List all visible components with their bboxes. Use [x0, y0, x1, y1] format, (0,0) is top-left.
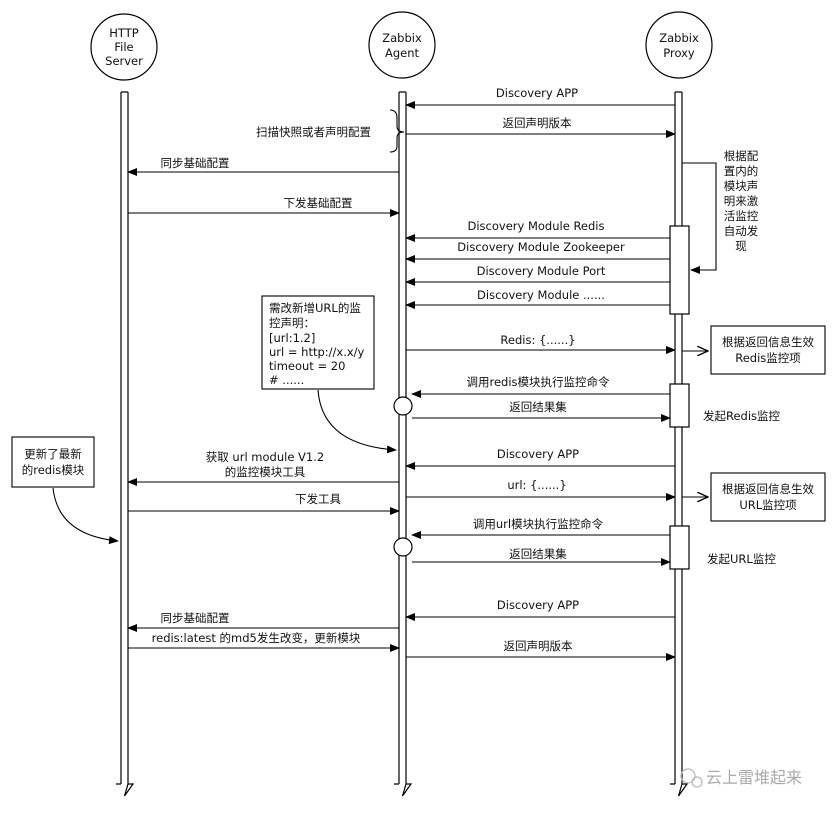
message-label: 返回结果集	[509, 547, 567, 561]
message-label: 下发工具	[295, 492, 341, 506]
svg-text:# ......: # ......	[269, 373, 304, 387]
message-label: 返回声明版本	[503, 116, 572, 130]
note-url-declaration: 需改新增URL的监 控声明： [url:1.2] url = http://x.…	[261, 295, 397, 454]
svg-text:Server: Server	[105, 54, 143, 68]
message-label: 同步基础配置	[161, 611, 230, 625]
svg-text:更新了最新: 更新了最新	[24, 447, 82, 461]
svg-text:Zabbix: Zabbix	[659, 31, 699, 45]
message-label: 下发基础配置	[284, 196, 353, 210]
svg-text:扫描快照或者声明配置: 扫描快照或者声明配置	[256, 125, 371, 139]
watermark: 云上雷堆起来	[680, 768, 802, 788]
lifeline-http-file-server	[116, 91, 135, 797]
svg-text:根据返回信息生效: 根据返回信息生效	[722, 335, 814, 349]
svg-text:自动发: 自动发	[724, 224, 759, 238]
note-redis-updated: 更新了最新 的redis模块	[11, 436, 119, 545]
svg-text:控声明：: 控声明：	[269, 316, 315, 330]
activation-proxy-url	[669, 525, 690, 570]
participant-zabbix-proxy: Zabbix Proxy	[645, 11, 713, 79]
message-label: url: {......}	[507, 478, 566, 492]
svg-text:[url:1.2]: [url:1.2]	[269, 331, 315, 345]
svg-text:活监控: 活监控	[724, 209, 759, 223]
svg-text:根据返回信息生效: 根据返回信息生效	[722, 482, 814, 496]
message-label: 获取 url module V1.2	[206, 450, 324, 464]
svg-text:url = http://x.x/y: url = http://x.x/y	[269, 345, 365, 359]
svg-text:URL监控项: URL监控项	[739, 498, 797, 512]
message-label: 调用url模块执行监控命令	[473, 517, 604, 531]
svg-text:现: 现	[735, 239, 747, 253]
agent-exec-marker-url	[393, 537, 413, 557]
svg-text:HTTP: HTTP	[109, 26, 138, 40]
activation-proxy-redis	[669, 383, 690, 428]
proxy-self-message: 根据配 置内的 模块声 明来激 活监控 自动发 现	[682, 149, 759, 274]
svg-text:的redis模块: 的redis模块	[22, 463, 85, 477]
message-label: Discovery APP	[497, 447, 579, 461]
message-label: 调用redis模块执行监控命令	[466, 375, 610, 389]
message-label: 同步基础配置	[161, 156, 230, 170]
lifeline-zabbix-agent	[394, 91, 413, 797]
svg-text:Redis监控项: Redis监控项	[735, 351, 801, 365]
activation-proxy-discovery	[669, 225, 690, 315]
message-label: Discovery Module Port	[477, 264, 606, 278]
svg-text:根据配: 根据配	[724, 149, 759, 163]
message-label: Discovery Module Zookeeper	[457, 240, 625, 254]
participant-zabbix-agent: Zabbix Agent	[368, 11, 436, 79]
message-label: Discovery Module Redis	[468, 219, 605, 233]
message-label: redis:latest 的md5发生改变，更新模块	[152, 631, 361, 645]
svg-text:Zabbix: Zabbix	[382, 31, 422, 45]
svg-text:Proxy: Proxy	[663, 46, 695, 60]
note-redis-trigger: 发起Redis监控	[703, 409, 781, 423]
svg-text:timeout = 20: timeout = 20	[269, 359, 345, 373]
message-label: 的监控模块工具	[225, 465, 306, 479]
svg-text:需改新增URL的监: 需改新增URL的监	[269, 301, 361, 315]
svg-text:模块声: 模块声	[724, 179, 759, 193]
wechat-icon	[680, 768, 696, 784]
note-redis-item: 根据返回信息生效 Redis监控项	[682, 325, 826, 375]
svg-text:置内的: 置内的	[724, 164, 759, 178]
message-label: Discovery Module ......	[477, 288, 605, 302]
participant-http-file-server: HTTP File Server	[90, 13, 158, 81]
svg-text:明来激: 明来激	[724, 194, 759, 208]
message-label: 返回声明版本	[504, 639, 573, 653]
lifeline-zabbix-proxy	[670, 91, 689, 797]
svg-text:Agent: Agent	[385, 46, 420, 60]
message-label: Discovery APP	[496, 86, 578, 100]
agent-exec-marker-redis	[393, 396, 413, 416]
note-scan-config: 扫描快照或者声明配置	[256, 109, 405, 153]
svg-text:云上雷堆起来: 云上雷堆起来	[706, 768, 802, 787]
message-label: 返回结果集	[509, 400, 567, 414]
note-url-item: 根据返回信息生效 URL监控项	[682, 472, 826, 522]
note-url-trigger: 发起URL监控	[707, 552, 776, 566]
svg-text:File: File	[114, 40, 133, 54]
message-label: Redis: {......}	[500, 333, 575, 347]
message-label: Discovery APP	[497, 598, 579, 612]
